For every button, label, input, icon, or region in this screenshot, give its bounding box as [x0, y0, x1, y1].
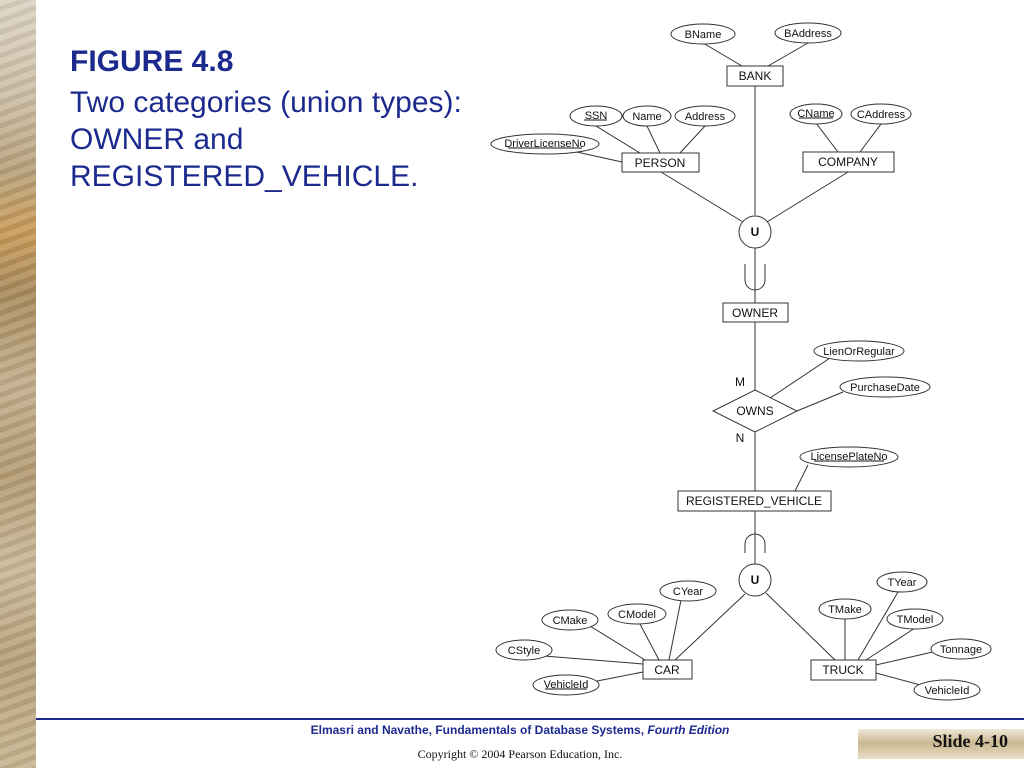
footer-credit-edition: Fourth Edition	[647, 723, 730, 737]
label-union-vehicle: U	[751, 573, 760, 587]
attribute-cname	[789, 103, 843, 125]
edge-lienorregular-owns	[769, 357, 831, 399]
attribute-tmodel	[886, 608, 944, 630]
label-tonnage: Tonnage	[940, 644, 982, 656]
label-bname: BName	[685, 29, 722, 41]
edge-tyear-truck	[857, 591, 899, 661]
label-purchasedate: PurchaseDate	[850, 382, 920, 394]
attribute-bname	[670, 23, 736, 45]
union-circle-vehicle	[738, 563, 772, 597]
label-truck-vehicleid: VehicleId	[925, 685, 970, 697]
attribute-tyear	[876, 571, 928, 593]
attribute-baddress	[774, 22, 842, 44]
edge-ssn-person	[595, 125, 641, 154]
attribute-purchasedate	[839, 376, 931, 398]
edge-cmake-car	[589, 625, 646, 661]
edge-union-car	[674, 593, 746, 661]
label-car-vehicleid: VehicleId	[544, 679, 589, 691]
slide-number: Slide 4-10	[932, 731, 1008, 751]
label-company: COMPANY	[818, 155, 878, 169]
footer-credit: Elmasri and Navathe, Fundamentals of Dat…	[240, 723, 800, 737]
attribute-lienorregular	[813, 340, 905, 362]
edge-cmodel-car	[639, 623, 660, 661]
attribute-cmake	[541, 609, 599, 631]
attribute-tonnage	[930, 638, 992, 660]
footer-credit-main: Elmasri and Navathe, Fundamentals of Dat…	[310, 723, 648, 737]
label-cyear: CYear	[673, 586, 704, 598]
edge-purchasedate-owns	[796, 391, 844, 412]
entity-person	[621, 152, 700, 173]
edge-bname-bank	[702, 42, 743, 67]
subset-symbol-vehicle	[744, 533, 766, 553]
attribute-tmake	[818, 598, 872, 620]
attribute-ssn	[569, 105, 623, 127]
label-bank: BANK	[739, 69, 772, 83]
edge-cname-company	[815, 122, 839, 153]
attribute-driverlicenseno	[490, 133, 600, 155]
attribute-address	[674, 105, 736, 127]
edge-baddress-bank	[767, 42, 809, 67]
label-tyear: TYear	[888, 577, 917, 589]
decorative-side-strip	[0, 0, 36, 768]
label-baddress: BAddress	[784, 28, 832, 40]
attribute-cmodel	[607, 603, 667, 625]
label-cmake: CMake	[553, 615, 588, 627]
cardinality-m: M	[735, 375, 745, 389]
label-cmodel: CModel	[618, 609, 656, 621]
attribute-licenseplateno	[799, 446, 899, 468]
label-ssn: SSN	[585, 110, 608, 122]
edge-name-person	[646, 125, 661, 154]
label-cname: CName	[797, 108, 834, 120]
entity-owner	[722, 302, 789, 323]
label-registered-vehicle: REGISTERED_VEHICLE	[686, 494, 822, 508]
edge-tmodel-truck	[865, 627, 916, 661]
edge-cyear-car	[668, 599, 682, 661]
entity-company	[802, 151, 895, 173]
edge-union-truck	[765, 592, 836, 661]
label-union-owner: U	[751, 225, 760, 239]
edge-licenseplateno-vehicle	[794, 464, 809, 492]
edge-address-person	[679, 125, 706, 154]
attribute-cyear	[659, 580, 717, 602]
label-cstyle: CStyle	[508, 645, 540, 657]
label-name: Name	[632, 111, 661, 123]
figure-title: FIGURE 4.8	[70, 45, 234, 78]
label-tmake: TMake	[828, 604, 862, 616]
label-driverlicenseno: DriverLicenseNo	[504, 138, 585, 150]
edge-caddress-company	[859, 123, 882, 153]
subset-symbol-owner	[744, 264, 766, 291]
label-owner: OWNER	[732, 306, 778, 320]
footer-divider	[36, 718, 1024, 720]
edge-company-union	[766, 171, 849, 223]
edge-tonnage-truck	[875, 650, 938, 666]
entity-truck	[810, 659, 877, 681]
entity-bank	[726, 65, 784, 87]
edge-cstyle-car	[543, 655, 644, 665]
label-lienorregular: LienOrRegular	[823, 346, 895, 358]
attribute-cstyle	[495, 639, 553, 661]
relationship-owns	[711, 389, 799, 433]
label-caddress: CAddress	[857, 109, 906, 121]
entity-car	[642, 659, 693, 680]
slide-number-band	[858, 729, 1024, 759]
attribute-truck-vehicleid	[913, 679, 981, 701]
label-truck: TRUCK	[822, 663, 863, 677]
label-owns: OWNS	[736, 404, 773, 418]
edge-vehicleid-truck	[875, 672, 925, 687]
label-car: CAR	[654, 663, 680, 677]
attribute-name	[622, 105, 672, 127]
footer-copyright: Copyright © 2004 Pearson Education, Inc.	[417, 747, 623, 761]
label-person: PERSON	[635, 156, 686, 170]
label-address: Address	[685, 111, 726, 123]
cardinality-n: N	[736, 431, 745, 445]
figure-caption: Two categories (union types): OWNER and …	[70, 86, 462, 193]
union-circle-owner	[738, 215, 772, 249]
attribute-car-vehicleid	[532, 674, 600, 696]
label-licenseplateno: LicensePlateNo	[810, 451, 887, 463]
label-tmodel: TModel	[897, 614, 934, 626]
entity-registered-vehicle	[677, 490, 832, 512]
attribute-caddress	[850, 103, 912, 125]
edge-person-union	[660, 171, 744, 223]
